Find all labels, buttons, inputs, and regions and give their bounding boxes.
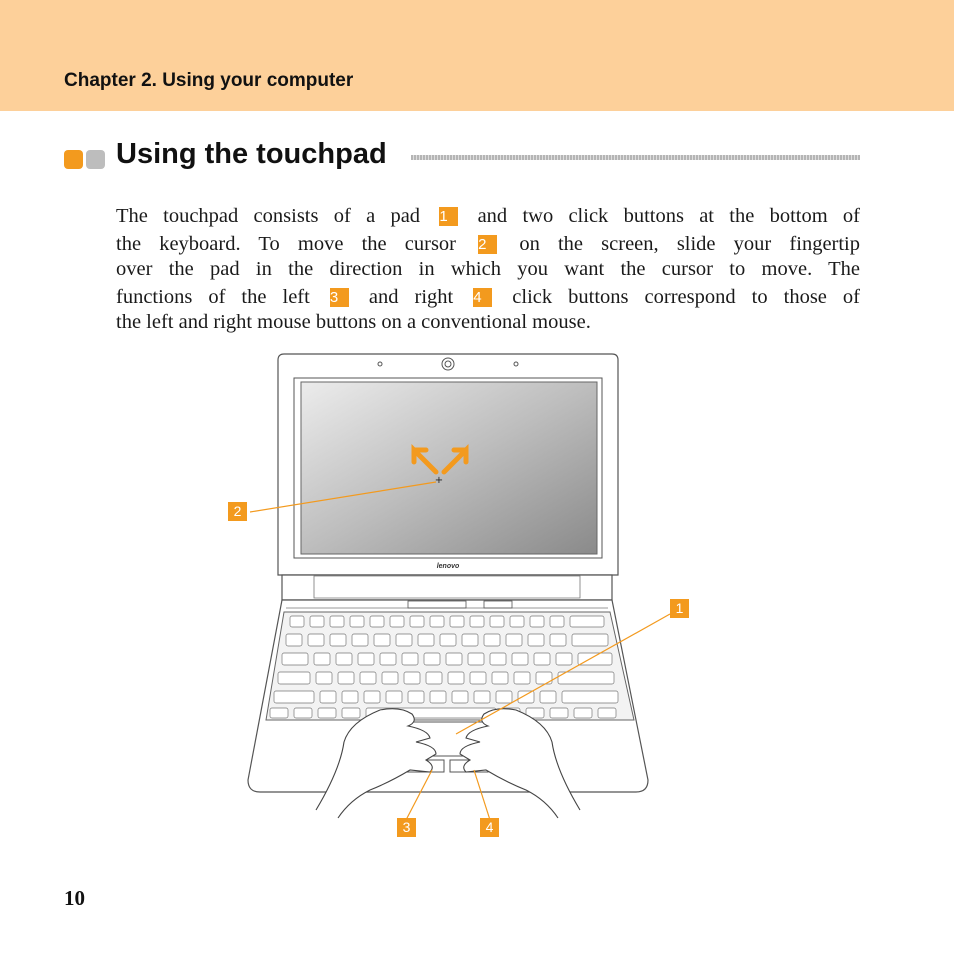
leader-line-1	[455, 613, 671, 735]
body-line-1: The touchpad consists of a pad 1 and two…	[116, 203, 860, 229]
brand-logo: lenovo	[437, 563, 460, 570]
callout-badge-2: 2	[478, 235, 498, 254]
body-text: click buttons correspond to those of	[512, 286, 860, 308]
chapter-title: Chapter 2. Using your computer	[64, 70, 354, 91]
orange-square-icon	[64, 150, 83, 169]
keyboard	[265, 611, 635, 721]
laptop-touchpad-illustration: lenovo +	[228, 350, 689, 850]
left-hand-icon	[315, 708, 437, 819]
body-line-5: the left and right mouse buttons on a co…	[116, 309, 860, 335]
chapter-header-band	[0, 0, 954, 111]
right-hand-icon	[459, 708, 581, 819]
callout-badge-1: 1	[439, 207, 459, 226]
body-text: the keyboard. To move the cursor	[116, 233, 457, 255]
body-text: functions of the left	[116, 286, 310, 308]
callout-badge-4: 4	[473, 288, 493, 307]
figure-callout-2: 2	[228, 502, 247, 521]
section-bullet-icons	[64, 150, 109, 170]
body-line-3: over the pad in the direction in which y…	[116, 256, 860, 282]
laptop-drawing: lenovo +	[247, 353, 671, 821]
body-text: and two click buttons at the bottom of	[477, 205, 860, 227]
figure-callout-1: 1	[670, 599, 689, 618]
callout-badge-3: 3	[329, 288, 349, 307]
leader-line-3	[405, 769, 433, 821]
title-divider	[411, 155, 860, 160]
leader-line-2	[249, 481, 437, 513]
body-line-4: functions of the left 3 and right 4 clic…	[116, 284, 860, 310]
leader-line-4	[473, 769, 491, 821]
body-text: The touchpad consists of a pad	[116, 205, 421, 227]
page-number: 10	[64, 886, 85, 910]
body-text: on the screen, slide your fingertip	[519, 233, 861, 255]
cursor-icon: +	[435, 475, 443, 486]
body-line-2: the keyboard. To move the cursor 2 on th…	[116, 231, 860, 257]
section-title: Using the touchpad	[116, 138, 387, 170]
body-text: and right	[368, 286, 454, 308]
body-text: over the pad in the direction in which y…	[116, 258, 860, 280]
grey-square-icon	[86, 150, 105, 169]
body-text: the left and right mouse buttons on a co…	[116, 311, 591, 333]
cursor-movement-arrows: +	[411, 443, 469, 486]
figure-callout-3: 3	[397, 818, 416, 837]
figure-callout-4: 4	[480, 818, 499, 837]
